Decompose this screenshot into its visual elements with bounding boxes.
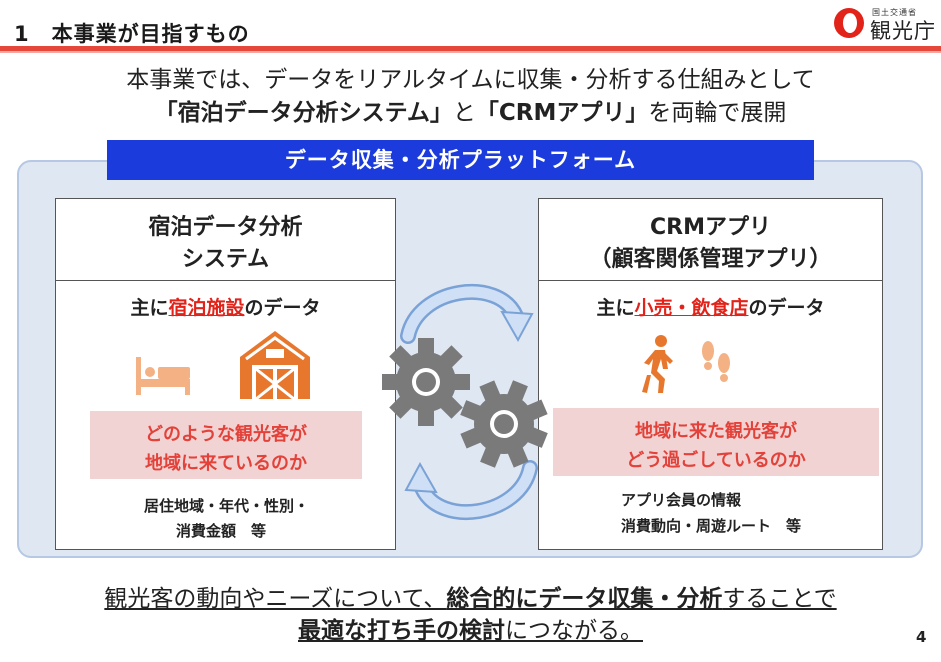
conclusion-emphasis: 総合的にデータ収集・分析 — [446, 586, 723, 612]
question-box: どのような観光客が 地域に来ているのか — [90, 411, 362, 479]
barn-icon — [240, 331, 310, 401]
collected-items-line-2: 消費動向・周遊ルート 等 — [621, 517, 802, 535]
logo-mark-icon — [834, 8, 864, 38]
walking-person-icon — [642, 335, 673, 393]
cycle-arrow-bottom-icon — [404, 460, 538, 521]
header-rule-light — [0, 51, 941, 53]
lead-line-1: 本事業では、データをリアルタイムに収集・分析する仕組みとして — [126, 67, 815, 93]
data-source-label: 主に宿泊施設のデータ — [130, 297, 321, 319]
logo-agency-text: 観光庁 — [870, 19, 936, 43]
lead-suffix: を両輪で展開 — [648, 100, 787, 126]
header-rule — [0, 46, 941, 51]
lead-system-name: 「宿泊データ分析システム」 — [154, 100, 453, 126]
page-number: 4 — [916, 628, 927, 646]
collected-items-line-1: 居住地域・年代・性別・ — [144, 497, 310, 515]
conclusion-line-1: 観光客の動向やニーズについて、総合的にデータ収集・分析することで — [104, 586, 837, 612]
panel-title-line-2: システム — [181, 247, 270, 272]
panel-header: CRMアプリ （顧客関係管理アプリ） — [539, 199, 882, 281]
gear-icon — [460, 380, 548, 468]
lead-app-name: 「CRMアプリ」 — [475, 100, 649, 126]
crm-app-panel: CRMアプリ （顧客関係管理アプリ） 主に小売・飲食店のデータ 地域に来た観光客… — [538, 198, 883, 550]
conclusion-line-2: 最適な打ち手の検討につながる。 — [298, 618, 643, 644]
data-source-highlight: 宿泊施設 — [168, 297, 245, 319]
panel-header: 宿泊データ分析 システム — [56, 199, 395, 281]
question-line-1: 地域に来た観光客が — [635, 421, 797, 442]
collected-items-line-1: アプリ会員の情報 — [621, 491, 742, 509]
logo-ministry-text: 国土交通省 — [872, 8, 917, 17]
lead-connector: と — [452, 100, 476, 126]
platform-banner: データ収集・分析プラットフォーム — [107, 140, 814, 180]
gear-icon — [382, 338, 470, 426]
question-line-2: 地域に来ているのか — [145, 453, 307, 474]
question-box: 地域に来た観光客が どう過ごしているのか — [553, 408, 879, 476]
data-source-highlight: 小売・飲食店 — [634, 297, 749, 319]
page-title: 1 本事業が目指すもの — [14, 22, 250, 46]
question-line-2: どう過ごしているのか — [626, 450, 806, 471]
question-line-1: どのような観光客が — [145, 424, 307, 445]
accommodation-system-panel: 宿泊データ分析 システム 主に宿泊施設のデータ どのような観光客が 地域に来てい… — [55, 198, 396, 550]
panel-title-line-1: 宿泊データ分析 — [148, 215, 303, 240]
panel-title-line-2: （顧客関係管理アプリ） — [589, 247, 832, 272]
data-source-label: 主に小売・飲食店のデータ — [596, 297, 825, 319]
bed-icon — [136, 357, 190, 395]
lead-line-2: 「宿泊データ分析システム」と「CRMアプリ」を両輪で展開 — [0, 93, 941, 127]
conclusion-emphasis: 最適な打ち手の検討 — [298, 618, 505, 644]
footprints-icon — [702, 341, 730, 382]
collected-items-line-2: 消費金額 等 — [176, 522, 267, 540]
cycle-arrow-top-icon — [400, 283, 534, 344]
panel-title-line-1: CRMアプリ — [650, 215, 771, 240]
agency-logo: 国土交通省 観光庁 — [832, 5, 936, 43]
